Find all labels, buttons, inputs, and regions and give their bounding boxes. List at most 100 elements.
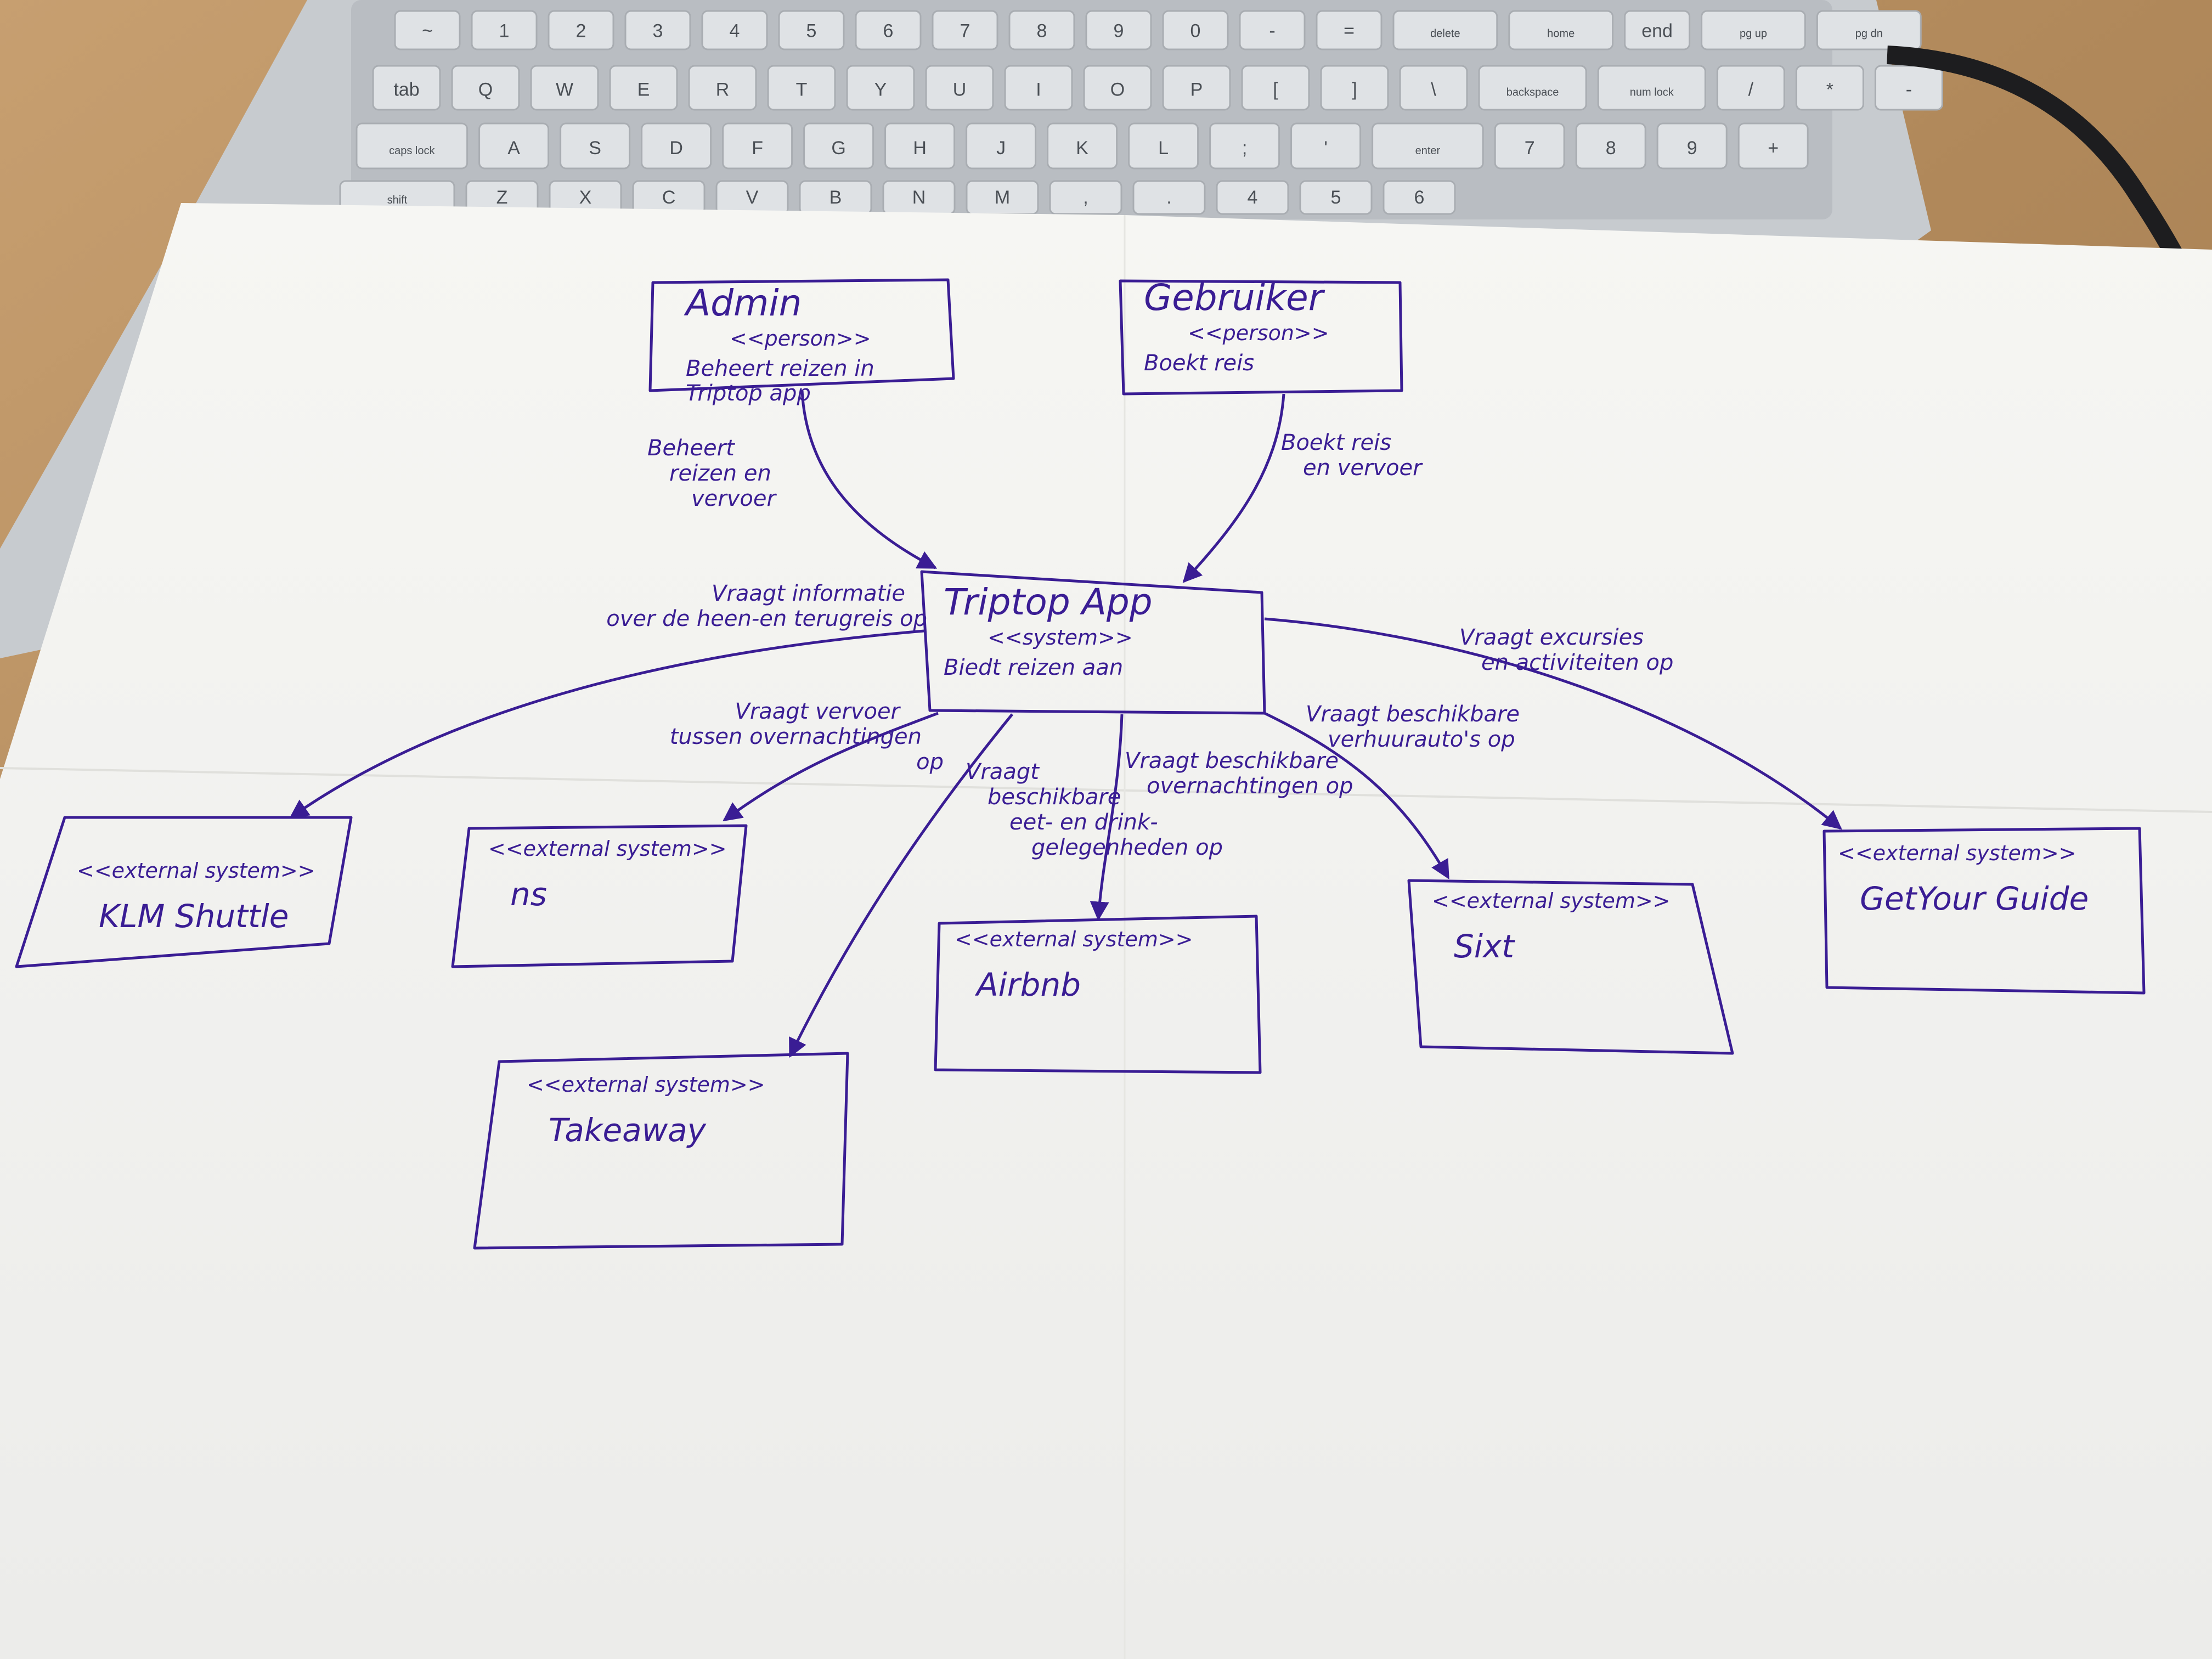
external-box <box>1407 879 1734 1055</box>
keyboard-key-label: home <box>1547 28 1575 40</box>
keyboard-key: 1 <box>471 10 538 50</box>
person-box <box>1119 279 1403 396</box>
keyboard-key-label: shift <box>387 194 408 206</box>
keyboard-key-label: / <box>1748 79 1754 100</box>
keyboard-key: R <box>688 65 757 111</box>
edge-label: tussen overnachtingen <box>670 724 922 749</box>
edge-arrow <box>289 629 925 819</box>
edge-label: gelegenheden op <box>1031 835 1223 860</box>
edge-label: Vraagt excursies <box>1459 625 1644 650</box>
keyboard-key: ' <box>1290 122 1362 170</box>
keyboard-key: V <box>715 180 789 215</box>
box-stereotype: <<person>> <box>1188 321 1329 345</box>
keyboard-key: J <box>966 122 1037 170</box>
keyboard-key: E <box>609 65 678 111</box>
keyboard-key-label: L <box>1158 138 1169 159</box>
node-getyourguide: <<external system>>GetYour Guide <box>1822 827 2146 995</box>
keyboard-key-label: backspace <box>1506 86 1559 98</box>
keyboard-key: \ <box>1399 65 1468 111</box>
keyboard-key-label: 6 <box>1414 187 1425 208</box>
edge-arrow <box>788 713 1013 1058</box>
keyboard-key: U <box>925 65 994 111</box>
keyboard-key-label: + <box>1768 138 1779 159</box>
keyboard-key: D <box>641 122 712 170</box>
keyboard-key-label: 7 <box>1525 138 1535 159</box>
edge-label: eet- en drink- <box>1009 810 1158 835</box>
keyboard-key-label: S <box>589 138 601 159</box>
box-description: Biedt reizen aan <box>944 655 1123 680</box>
edge-label: verhuurauto's op <box>1328 727 1515 752</box>
keyboard-key-label: C <box>662 187 676 208</box>
edge-label: Vraagt informatie <box>712 581 905 606</box>
keyboard-key-label: [ <box>1273 79 1278 100</box>
keyboard-key-label: X <box>579 187 592 208</box>
keyboard-key: pg dn <box>1816 10 1922 50</box>
keyboard-key-label: - <box>1269 21 1275 42</box>
keyboard-key-label: = <box>1344 21 1355 42</box>
box-stereotype: <<external system>> <box>527 1073 765 1097</box>
keyboard-key: X <box>549 180 622 215</box>
keyboard-key: tab <box>372 65 441 111</box>
keyboard-key: 4 <box>701 10 768 50</box>
keyboard-key-label: P <box>1190 79 1203 100</box>
box-description: Beheert reizen in <box>686 356 874 381</box>
edge-label: Boekt reis <box>1281 430 1391 455</box>
keyboard-key: 7 <box>932 10 998 50</box>
node-klm: <<external system>>KLM Shuttle <box>15 816 353 968</box>
keyboard-key-label: ' <box>1324 138 1328 159</box>
box-stereotype: <<system>> <box>988 625 1133 650</box>
node-gebruiker: Gebruiker<<person>>Boekt reis <box>1119 276 1403 396</box>
keyboard-key-label: ] <box>1352 79 1357 100</box>
keyboard-key-label: caps lock <box>389 145 435 157</box>
external-box <box>1822 827 2146 995</box>
edge-label: Vraagt beschikbare <box>1306 702 1520 727</box>
keyboard-key-label: O <box>1110 79 1125 100</box>
keyboard-key: 4 <box>1216 180 1289 215</box>
keyboard-key-label: end <box>1641 21 1673 42</box>
keyboard-key: W <box>530 65 599 111</box>
keyboard-key: N <box>882 180 956 215</box>
keyboard-key-label: 1 <box>499 21 510 42</box>
keyboard-key-label: num lock <box>1630 86 1674 98</box>
keyboard-key-label: 9 <box>1114 21 1124 42</box>
box-title: ns <box>510 876 547 913</box>
keyboard-key-label: 5 <box>806 21 817 42</box>
keyboard-key: ; <box>1209 122 1280 170</box>
keyboard-key: - <box>1239 10 1306 50</box>
keyboard-key: * <box>1795 65 1864 111</box>
keyboard-key: I <box>1004 65 1073 111</box>
keyboard-key: caps lock <box>356 122 469 170</box>
keyboard-key-label: H <box>913 138 927 159</box>
edge-arrow <box>1090 714 1124 921</box>
keyboard-key: delete <box>1392 10 1498 50</box>
keyboard-key: M <box>966 180 1039 215</box>
keyboard-key: B <box>799 180 872 215</box>
keyboard-key: K <box>1047 122 1118 170</box>
external-box <box>451 824 748 968</box>
keyboard-key: L <box>1128 122 1199 170</box>
keyboard-key-label: , <box>1083 187 1088 208</box>
keyboard-key-label: 9 <box>1687 138 1697 159</box>
box-title: GetYour Guide <box>1860 880 2089 917</box>
keyboard-key: 5 <box>1299 180 1373 215</box>
keyboard-key-label: ~ <box>422 21 433 42</box>
keyboard-key: / <box>1716 65 1785 111</box>
node-takeaway: <<external system>>Takeaway <box>473 1052 849 1250</box>
keyboard-key: S <box>560 122 631 170</box>
box-title: Gebruiker <box>1144 276 1325 319</box>
edge-label: Vraagt <box>966 759 1040 785</box>
edge-arrow <box>1263 712 1450 880</box>
keyboard-key: + <box>1737 122 1809 170</box>
keyboard-key-label: Z <box>496 187 508 208</box>
keyboard-key: 7 <box>1494 122 1565 170</box>
external-box <box>15 816 353 968</box>
keyboard-key-label: tab <box>393 79 419 100</box>
keyboard-key-label: 7 <box>960 21 970 42</box>
keyboard-key: enter <box>1372 122 1484 170</box>
keyboard-key-label: D <box>669 138 683 159</box>
